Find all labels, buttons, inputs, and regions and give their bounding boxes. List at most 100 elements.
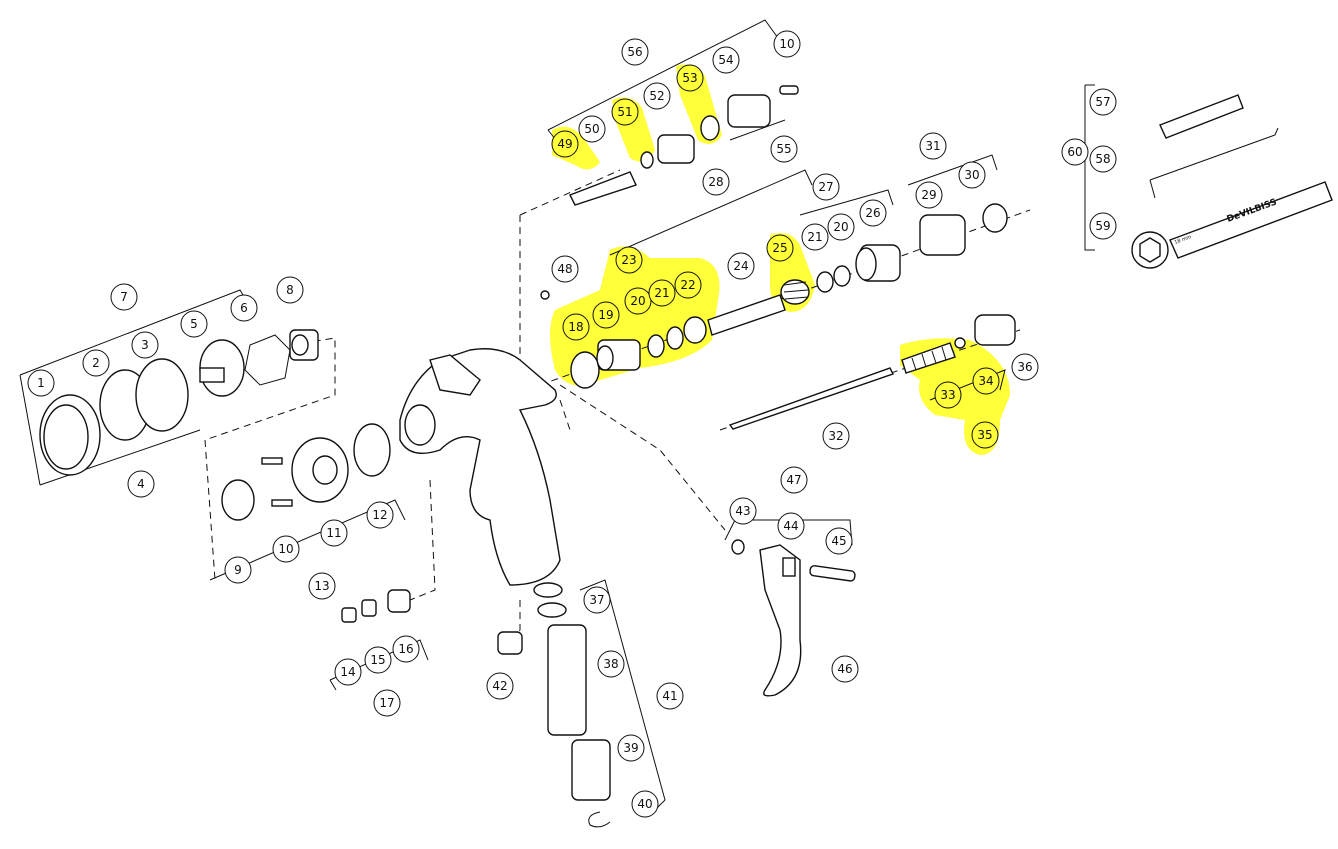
callout-7: 7 bbox=[110, 283, 138, 311]
callout-15: 15 bbox=[364, 646, 392, 674]
svg-text:14: 14 bbox=[340, 665, 355, 679]
callout-3: 3 bbox=[131, 331, 159, 359]
callout-20: 20 bbox=[827, 213, 855, 241]
svg-text:10: 10 bbox=[779, 37, 794, 51]
svg-text:48: 48 bbox=[557, 262, 572, 276]
callout-9: 9 bbox=[224, 556, 252, 584]
callout-35: 35 bbox=[971, 421, 999, 449]
svg-text:24: 24 bbox=[733, 259, 748, 273]
callout-50: 50 bbox=[578, 115, 606, 143]
part-22 bbox=[683, 316, 707, 344]
part-screw-10c bbox=[779, 85, 799, 95]
svg-text:36: 36 bbox=[1017, 360, 1032, 374]
svg-text:54: 54 bbox=[718, 53, 733, 67]
callout-19: 19 bbox=[592, 301, 620, 329]
svg-text:13: 13 bbox=[314, 579, 329, 593]
svg-text:28: 28 bbox=[708, 175, 723, 189]
svg-text:27: 27 bbox=[818, 180, 833, 194]
callout-14: 14 bbox=[334, 658, 362, 686]
part-clip-6 bbox=[244, 334, 291, 386]
callout-1: 1 bbox=[27, 369, 55, 397]
svg-text:59: 59 bbox=[1095, 219, 1110, 233]
part-spring-44 bbox=[782, 557, 796, 577]
wrench-size-text: 18 mm bbox=[1174, 234, 1193, 246]
part-gun-body bbox=[399, 348, 561, 586]
callout-47: 47 bbox=[780, 466, 808, 494]
part-cap-42 bbox=[497, 631, 523, 655]
svg-text:33: 33 bbox=[940, 388, 955, 402]
svg-text:5: 5 bbox=[190, 317, 198, 331]
svg-text:4: 4 bbox=[137, 477, 145, 491]
callout-31: 31 bbox=[919, 132, 947, 160]
svg-text:8: 8 bbox=[286, 283, 294, 297]
part-ring-3 bbox=[135, 358, 189, 432]
svg-text:60: 60 bbox=[1067, 145, 1082, 159]
callout-36: 36 bbox=[1011, 353, 1039, 381]
callout-6: 6 bbox=[230, 294, 258, 322]
part-37b bbox=[537, 602, 567, 618]
callout-60: 60 bbox=[1061, 138, 1089, 166]
svg-text:43: 43 bbox=[735, 504, 750, 518]
part-needle-32 bbox=[728, 367, 894, 430]
svg-text:12: 12 bbox=[372, 508, 387, 522]
callout-44: 44 bbox=[777, 512, 805, 540]
callout-18: 18 bbox=[562, 313, 590, 341]
svg-text:44: 44 bbox=[783, 519, 798, 533]
part-37a bbox=[533, 582, 563, 598]
svg-text:9: 9 bbox=[234, 563, 242, 577]
callout-56: 56 bbox=[621, 38, 649, 66]
part-16 bbox=[387, 589, 411, 613]
callout-5: 5 bbox=[180, 310, 208, 338]
svg-text:37: 37 bbox=[589, 593, 604, 607]
part-air-cap-ring bbox=[39, 394, 101, 476]
svg-text:58: 58 bbox=[1095, 152, 1110, 166]
callout-10: 10 bbox=[773, 30, 801, 58]
part-53 bbox=[700, 115, 720, 141]
callout-4: 4 bbox=[127, 470, 155, 498]
callout-13: 13 bbox=[308, 572, 336, 600]
svg-text:19: 19 bbox=[598, 308, 613, 322]
svg-text:42: 42 bbox=[492, 679, 507, 693]
callout-20: 20 bbox=[624, 287, 652, 315]
part-spring-25 bbox=[780, 279, 810, 305]
part-19 bbox=[596, 339, 641, 371]
svg-text:32: 32 bbox=[828, 429, 843, 443]
part-20b bbox=[833, 265, 851, 287]
callout-45: 45 bbox=[825, 527, 853, 555]
callout-48: 48 bbox=[551, 255, 579, 283]
callout-41: 41 bbox=[656, 682, 684, 710]
callout-17: 17 bbox=[373, 689, 401, 717]
part-hex-key-58 bbox=[1149, 127, 1279, 199]
svg-text:11: 11 bbox=[326, 526, 341, 540]
callout-26: 26 bbox=[859, 199, 887, 227]
callout-43: 43 bbox=[729, 497, 757, 525]
part-screw-10 bbox=[261, 457, 283, 465]
callout-12: 12 bbox=[366, 501, 394, 529]
svg-text:22: 22 bbox=[680, 278, 695, 292]
callout-30: 30 bbox=[958, 161, 986, 189]
parts: DeVILBISS 18 mm bbox=[39, 85, 1333, 828]
svg-text:1: 1 bbox=[37, 376, 45, 390]
part-29 bbox=[919, 214, 966, 256]
callout-23: 23 bbox=[615, 246, 643, 274]
callout-8: 8 bbox=[276, 276, 304, 304]
svg-text:7: 7 bbox=[120, 290, 128, 304]
part-air-cap-5 bbox=[199, 339, 245, 397]
svg-text:25: 25 bbox=[772, 241, 787, 255]
callout-29: 29 bbox=[915, 181, 943, 209]
svg-text:16: 16 bbox=[398, 642, 413, 656]
part-pin-45 bbox=[809, 565, 856, 582]
part-34 bbox=[954, 337, 966, 349]
svg-text:45: 45 bbox=[831, 534, 846, 548]
svg-text:35: 35 bbox=[977, 428, 992, 442]
svg-text:39: 39 bbox=[623, 741, 638, 755]
callout-46: 46 bbox=[831, 655, 859, 683]
svg-text:55: 55 bbox=[776, 142, 791, 156]
callout-57: 57 bbox=[1089, 88, 1117, 116]
part-21 bbox=[666, 326, 684, 350]
svg-text:26: 26 bbox=[865, 206, 880, 220]
part-gun-head bbox=[429, 354, 481, 396]
part-trigger-46 bbox=[759, 544, 802, 697]
callout-33: 33 bbox=[934, 381, 962, 409]
part-21b bbox=[816, 271, 834, 293]
